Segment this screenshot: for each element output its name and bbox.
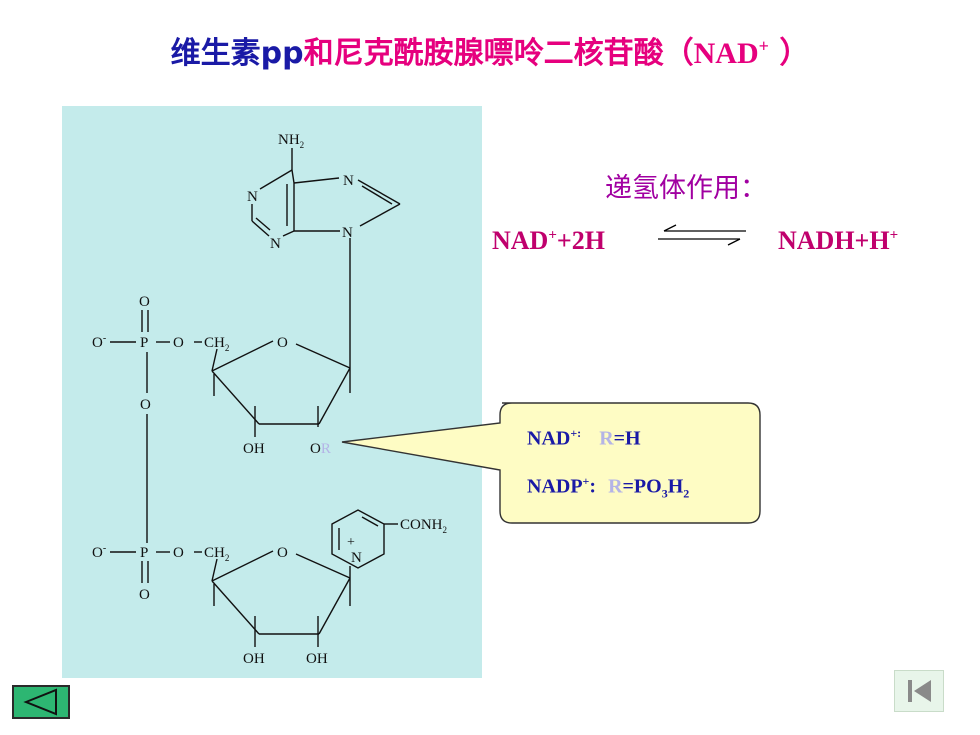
bottom-phosphate-p: P (140, 545, 148, 561)
title-nad-abbrev: NAD (693, 37, 759, 70)
bottom-ch2-label: CH2 (204, 545, 229, 563)
bottom-phosphate-link-o: O (173, 545, 184, 561)
top-ribose-ring-o: O (277, 335, 288, 351)
top-ribose-or: OR (310, 441, 331, 457)
pyridinium-plus: + (347, 535, 355, 550)
top-phosphate-link-o: O (173, 335, 184, 351)
first-slide-button[interactable] (894, 670, 944, 712)
top-ribose-oh: OH (243, 441, 265, 457)
conh2-label: CONH2 (400, 517, 447, 535)
pyrophosphate-bridge-o: O (140, 397, 151, 413)
bottom-phosphate-carbonyl-o: O (139, 587, 150, 603)
callout-bubble-shape (341, 402, 761, 524)
hydrogen-carrier-title: 递氢体作用： (605, 173, 767, 204)
nad-structure-panel: NH2 N N N N O O- P O CH2 O O OH OR O- P … (62, 106, 482, 678)
adenine-n3-label: N (270, 236, 281, 252)
title-nad-sup: + (758, 36, 769, 56)
bottom-ribose-ring-o: O (277, 545, 288, 561)
skip-to-start-icon (908, 680, 931, 702)
callout-nadp-row: NADP+:R=PO3H2 (527, 474, 690, 501)
triangle-left-icon (23, 688, 57, 716)
top-phosphate-p: P (140, 335, 148, 351)
adenine-n1-label: N (247, 189, 258, 205)
callout-nad-row: NAD+:R=H (527, 426, 641, 450)
slide-title: 维生素pp和尼克酰胺腺嘌呤二核苷酸（NAD+ ） (0, 28, 980, 72)
nad-structure-diagram: NH2 N N N N O O- P O CH2 O O OH OR O- P … (92, 132, 447, 667)
top-phosphate-carbonyl-o: O (139, 294, 150, 310)
title-vitamin-pp: 维生素pp (170, 36, 304, 71)
reversible-reaction-arrows-icon (658, 224, 746, 246)
title-close: ） (768, 36, 810, 71)
top-phosphate-o-minus: O- (92, 333, 106, 351)
bottom-phosphate-o-minus: O- (92, 543, 106, 561)
adenine-n7-label: N (343, 173, 354, 189)
pyridinium-n-label: N (351, 550, 362, 566)
equation-left-side: NAD++2H (492, 226, 605, 255)
equation-right-side: NADH+H+ (778, 226, 899, 255)
bottom-ribose-oh-left: OH (243, 651, 265, 667)
title-nad-name: 和尼克酰胺腺嘌呤二核苷酸（ (303, 36, 694, 71)
previous-slide-button[interactable] (12, 685, 70, 719)
adenine-n9-label: N (342, 225, 353, 241)
nh2-label: NH2 (278, 132, 304, 150)
top-ch2-label: CH2 (204, 335, 229, 353)
bottom-ribose-oh-right: OH (306, 651, 328, 667)
